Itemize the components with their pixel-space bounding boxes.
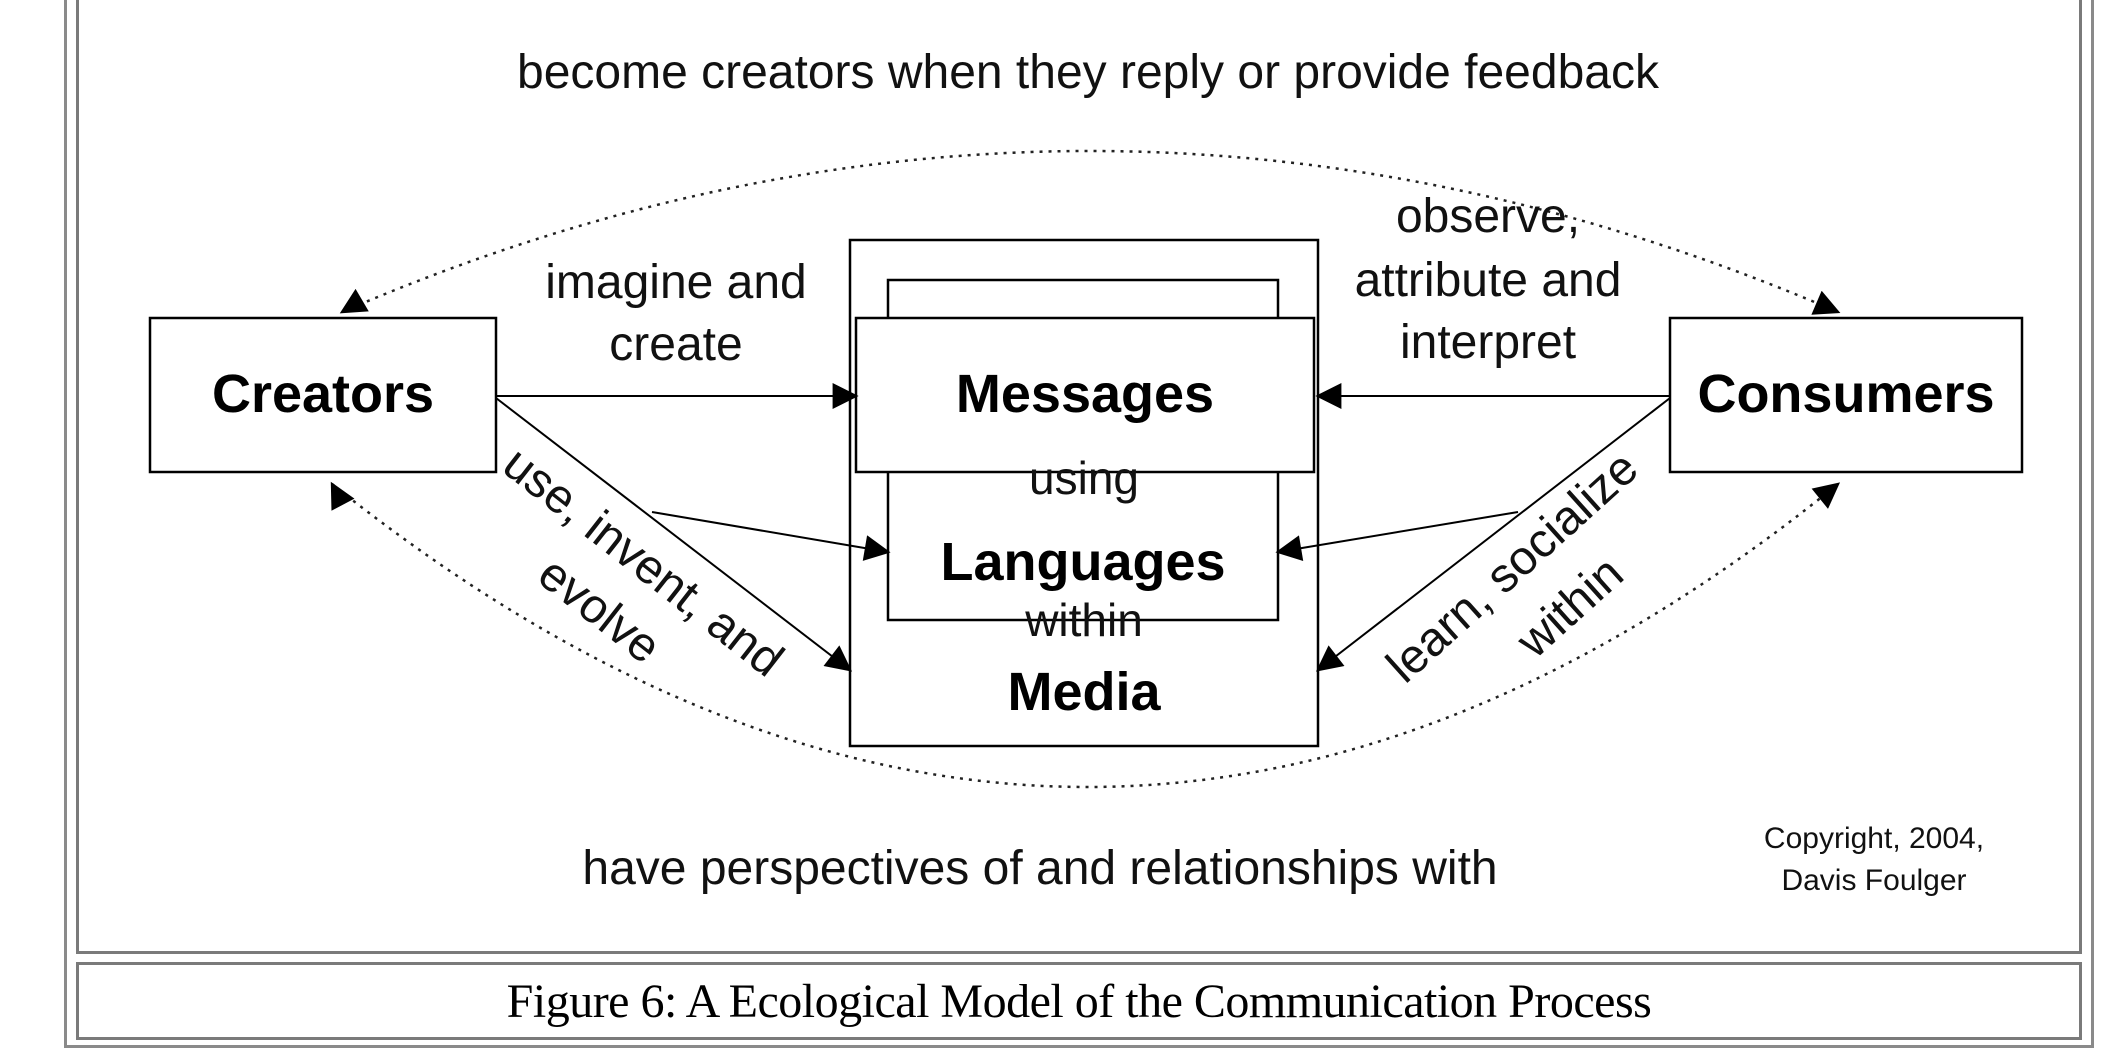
copyright-line2: Davis Foulger <box>1781 864 1966 897</box>
messages-label: Messages <box>956 364 1214 424</box>
creators-to-languages-arrow <box>651 511 891 561</box>
languages-label: Languages <box>940 532 1225 592</box>
top-feedback-label: become creators when they reply or provi… <box>517 46 1660 99</box>
creators-label: Creators <box>212 364 434 424</box>
diagram-frame <box>76 0 2082 954</box>
imagine-label-line1: imagine and <box>545 256 807 309</box>
outer-frame <box>64 0 2094 1048</box>
observe-label-line2: attribute and <box>1355 254 1622 307</box>
figure-caption: Figure 6: A Ecological Model of the Comm… <box>506 974 1652 1028</box>
caption-frame: Figure 6: A Ecological Model of the Comm… <box>76 962 2082 1040</box>
consumers-to-media-arrow <box>1315 397 1671 672</box>
within-connector-label: within <box>1024 594 1143 646</box>
media-label: Media <box>1007 662 1161 722</box>
imagine-label-line2: create <box>609 318 742 371</box>
copyright-line1: Copyright, 2004, <box>1764 822 1984 855</box>
messages-box <box>854 316 1316 474</box>
creators-to-media-arrow <box>495 397 853 672</box>
bottom-perspectives-arc <box>331 482 1841 789</box>
observe-label-line3: interpret <box>1400 316 1576 369</box>
consumers-label: Consumers <box>1697 364 1994 424</box>
using-connector-label: using <box>1029 452 1139 504</box>
creators-box <box>148 316 498 474</box>
bottom-perspectives-label: have perspectives of and relationships w… <box>582 842 1497 895</box>
observe-label-line1: observe, <box>1396 190 1580 243</box>
consumers-to-languages-arrow <box>1275 511 1519 561</box>
